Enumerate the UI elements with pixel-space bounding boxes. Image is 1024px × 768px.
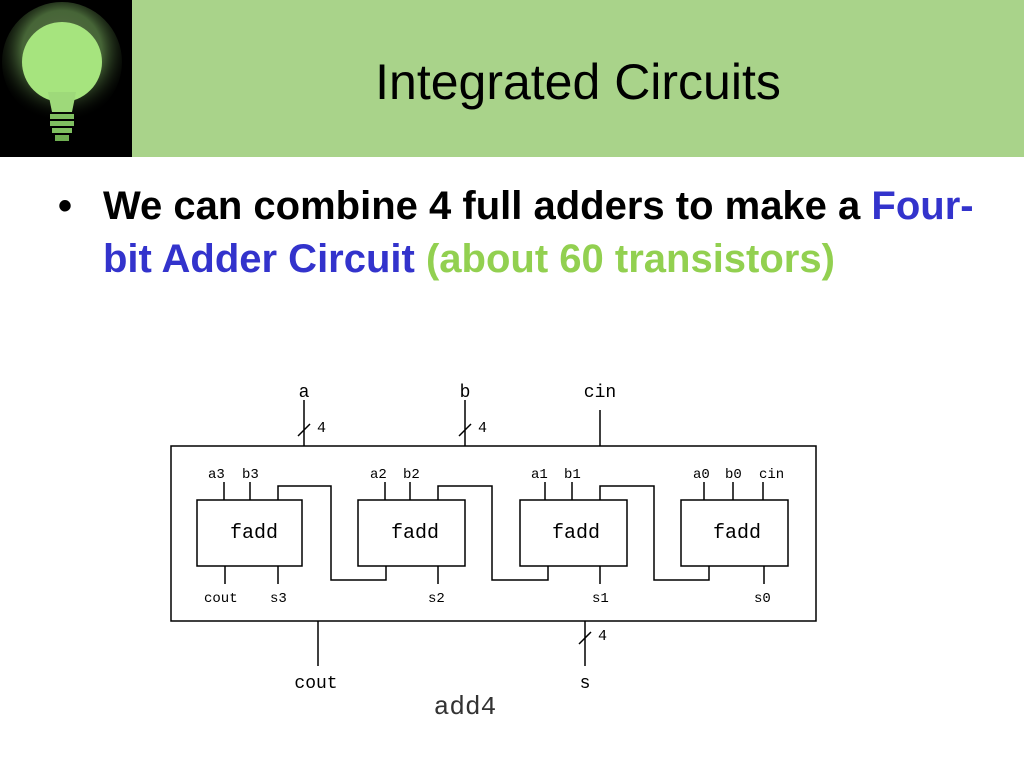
lightbulb-icon [0, 0, 132, 157]
header-band [132, 0, 1024, 157]
block-3-name: fadd [230, 522, 278, 545]
block-1-in1: a1 [531, 467, 548, 483]
output-cout-label: cout [294, 674, 337, 694]
block-1-out-s: s1 [592, 591, 609, 607]
block-3-in1: a3 [208, 467, 225, 483]
input-a-width: 4 [317, 420, 326, 437]
block-1-in2: b1 [564, 467, 581, 483]
block-0-out-s: s0 [754, 591, 771, 607]
output-s-label: s [580, 674, 591, 694]
block-0-name: fadd [713, 522, 761, 545]
block-2-in2: b2 [403, 467, 420, 483]
input-b-width: 4 [478, 420, 487, 437]
logo [0, 0, 132, 157]
block-2-out-s: s2 [428, 591, 445, 607]
block-1-name: fadd [552, 522, 600, 545]
block-0-in2: b0 [725, 467, 742, 483]
bullet-text-highlight: Four-bit Adder Circuit [103, 184, 974, 281]
input-b-label: b [460, 383, 471, 403]
input-cin-label: cin [584, 383, 616, 403]
bullet-text: We can combine 4 full adders to make a F… [103, 180, 983, 286]
output-s-width: 4 [598, 628, 607, 645]
input-a-label: a [299, 383, 310, 403]
bullet-text-note: (about 60 transistors) [414, 237, 835, 281]
bullet-marker: • [58, 184, 73, 228]
module-name-label: add4 [434, 692, 496, 722]
block-0-in3: cin [759, 467, 784, 483]
block-2-name: fadd [391, 522, 439, 545]
four-bit-adder-diagram: a b cin 4 4 a3 b3 a2 b2 a1 b1 a0 b0 cin … [170, 383, 817, 722]
block-3-in2: b3 [242, 467, 259, 483]
block-2-in1: a2 [370, 467, 387, 483]
page-title: Integrated Circuits [375, 54, 781, 110]
block-3-out-s: s3 [270, 591, 287, 607]
bullet-text-main: We can combine 4 full adders to make a [103, 184, 872, 228]
add4-outer-box [170, 445, 817, 622]
block-0-in1: a0 [693, 467, 710, 483]
block-3-out-c: cout [204, 591, 238, 607]
